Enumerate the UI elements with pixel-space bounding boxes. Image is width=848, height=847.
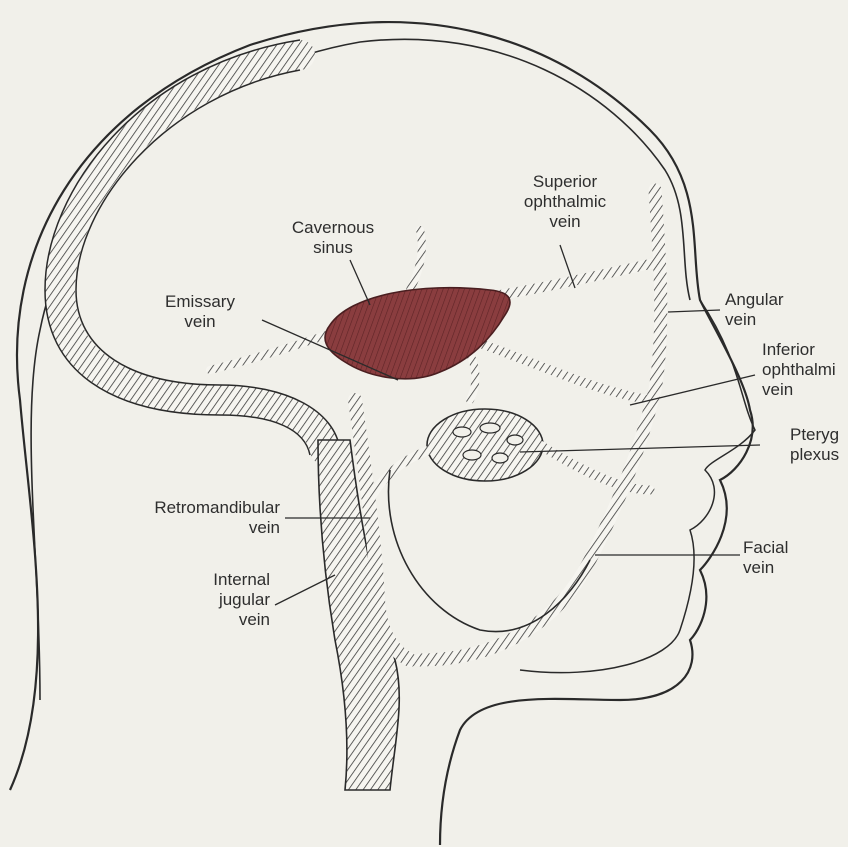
label-line: Angular <box>725 290 825 310</box>
label-line: Facial <box>743 538 833 558</box>
superior-ophthalmic-vein-label: Superior ophthalmic vein <box>505 172 625 232</box>
emissary-vein-label: Emissary vein <box>140 292 260 332</box>
label-line: vein <box>140 312 260 332</box>
cavernous-sinus-label: Cavernous sinus <box>268 218 398 258</box>
label-line: jugular <box>160 590 270 610</box>
label-line: Internal <box>160 570 270 590</box>
angular-vein-label: Angular vein <box>725 290 825 330</box>
label-line: Inferior <box>762 340 846 360</box>
label-line: vein <box>743 558 833 578</box>
label-line: sinus <box>268 238 398 258</box>
inferior-ophthalmic-vein-label: Inferior ophthalmi vein <box>762 340 846 400</box>
label-line: ophthalmi <box>762 360 846 380</box>
retromandibular-vein-label: Retromandibular vein <box>80 498 280 538</box>
label-line: vein <box>160 610 270 630</box>
label-line: vein <box>80 518 280 538</box>
pterygoid-plexus-shape <box>427 409 543 481</box>
pterygoid-plexus-label: Pteryg plexus <box>790 425 846 465</box>
label-line: plexus <box>790 445 846 465</box>
label-line: Retromandibular <box>80 498 280 518</box>
facial-vein-label: Facial vein <box>743 538 833 578</box>
internal-jugular-vein-label: Internal jugular vein <box>160 570 270 630</box>
label-line: Cavernous <box>268 218 398 238</box>
label-line: Emissary <box>140 292 260 312</box>
label-line: Superior <box>505 172 625 192</box>
label-line: vein <box>762 380 846 400</box>
label-line: vein <box>505 212 625 232</box>
label-line: vein <box>725 310 825 330</box>
label-line: Pteryg <box>790 425 846 445</box>
label-line: ophthalmic <box>505 192 625 212</box>
